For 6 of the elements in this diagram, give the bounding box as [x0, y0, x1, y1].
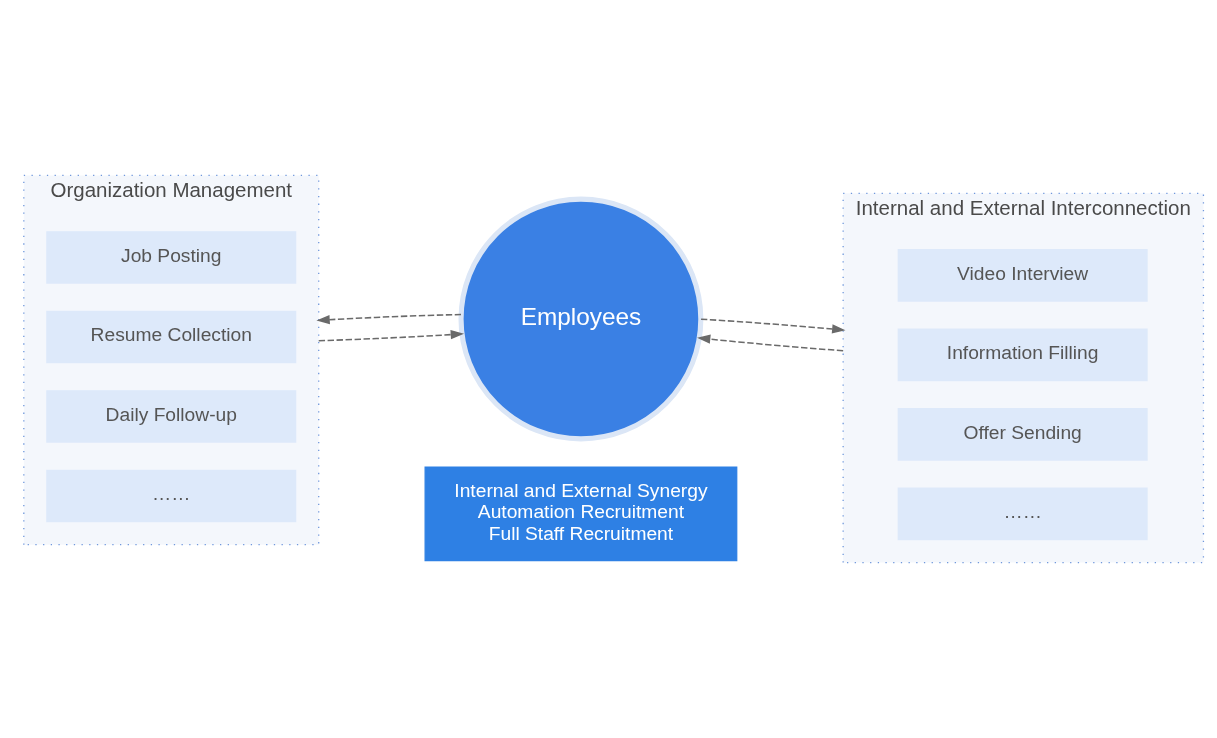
arrow	[316, 313, 462, 325]
arrow	[317, 329, 465, 342]
arrow	[700, 318, 846, 334]
node-circle: Employees	[458, 196, 704, 442]
node-box: Internal and External Synergy Automation Recruitment Full Staff Recruitment	[424, 466, 738, 562]
arrow	[697, 334, 844, 352]
